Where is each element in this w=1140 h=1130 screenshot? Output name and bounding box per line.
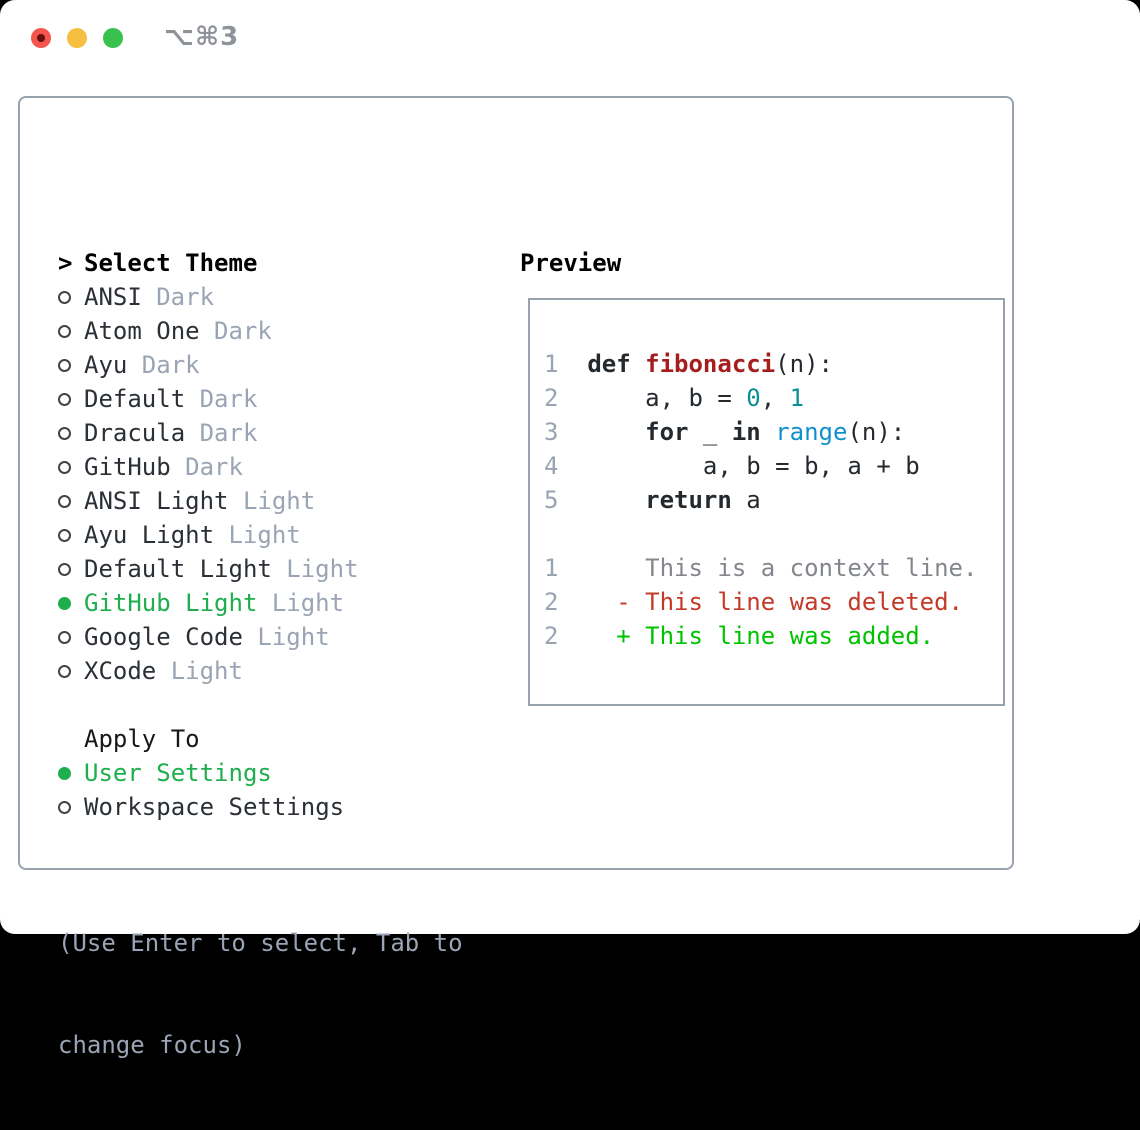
theme-option-github-dark[interactable]: GitHub Dark (58, 450, 359, 484)
code-line: 5 return a (544, 483, 993, 517)
theme-variant: Dark (156, 283, 214, 311)
theme-option-dracula-dark[interactable]: Dracula Dark (58, 416, 359, 450)
radio-icon (58, 359, 84, 372)
theme-option-default-dark[interactable]: Default Dark (58, 382, 359, 416)
theme-name: Ayu Light (84, 521, 214, 549)
minimize-button[interactable] (67, 28, 87, 48)
theme-option-google-code-light[interactable]: Google Code Light (58, 620, 359, 654)
theme-name: Default (84, 385, 185, 413)
apply-to-header: Apply To (58, 722, 344, 756)
hint-line: (Use Enter to select, Tab to (58, 926, 463, 960)
select-theme-header: >Select Theme (58, 246, 359, 280)
apply-option-label: Workspace Settings (84, 793, 344, 821)
theme-name: Default Light (84, 555, 272, 583)
radio-icon (58, 631, 84, 644)
hint-line: change focus) (58, 1028, 463, 1062)
theme-name: ANSI (84, 283, 142, 311)
diff-added-line: 2 + This line was added. (544, 619, 993, 653)
line-number: 2 (544, 588, 558, 616)
radio-icon (58, 291, 84, 304)
theme-variant: Light (171, 657, 243, 685)
theme-option-atom-one-dark[interactable]: Atom One Dark (58, 314, 359, 348)
close-button[interactable] (31, 28, 51, 48)
theme-variant: Dark (185, 453, 243, 481)
radio-icon (58, 529, 84, 542)
radio-icon (58, 495, 84, 508)
theme-variant: Light (243, 487, 315, 515)
code-line-blank (544, 517, 993, 551)
theme-name: Google Code (84, 623, 243, 651)
code-line: 4 a, b = b, a + b (544, 449, 993, 483)
line-number: 2 (544, 384, 558, 412)
theme-name: GitHub (84, 453, 171, 481)
line-number: 2 (544, 622, 558, 650)
radio-icon (58, 427, 84, 440)
theme-variant: Dark (142, 351, 200, 379)
diff-context-line: 1 This is a context line. (544, 551, 993, 585)
theme-variant: Light (228, 521, 300, 549)
theme-option-ansi-dark[interactable]: ANSI Dark (58, 280, 359, 314)
line-number: 1 (544, 554, 558, 582)
line-number: 3 (544, 418, 558, 446)
radio-icon (58, 393, 84, 406)
radio-icon (58, 665, 84, 678)
theme-variant: Dark (214, 317, 272, 345)
theme-name: GitHub Light (84, 589, 257, 617)
theme-name: XCode (84, 657, 156, 685)
radio-icon (58, 563, 84, 576)
preview-title: Preview (520, 246, 621, 280)
line-number: 5 (544, 486, 558, 514)
window-title: ⌥⌘3 (164, 23, 239, 51)
apply-option-user-settings[interactable]: User Settings (58, 756, 344, 790)
close-dot-icon (37, 34, 45, 42)
zoom-button[interactable] (103, 28, 123, 48)
radio-icon (58, 325, 84, 338)
theme-variant: Light (257, 623, 329, 651)
apply-to-group: Apply To User Settings Workspace Setting… (58, 722, 344, 824)
line-number: 4 (544, 452, 558, 480)
theme-option-xcode-light[interactable]: XCode Light (58, 654, 359, 688)
select-theme-title: Select Theme (84, 249, 257, 277)
radio-icon (58, 461, 84, 474)
theme-option-default-light[interactable]: Default Light Light (58, 552, 359, 586)
theme-option-ansi-light[interactable]: ANSI Light Light (58, 484, 359, 518)
diff-deleted-line: 2 - This line was deleted. (544, 585, 993, 619)
line-number: 1 (544, 350, 558, 378)
focus-cursor-icon: > (58, 249, 84, 277)
code-line: 2 a, b = 0, 1 (544, 381, 993, 415)
theme-name: Atom One (84, 317, 200, 345)
theme-variant: Dark (200, 385, 258, 413)
theme-option-ayu-light[interactable]: Ayu Light Light (58, 518, 359, 552)
theme-option-ayu-dark[interactable]: Ayu Dark (58, 348, 359, 382)
keyboard-hint: (Use Enter to select, Tab to change focu… (58, 858, 463, 1130)
apply-option-workspace-settings[interactable]: Workspace Settings (58, 790, 344, 824)
apply-to-title: Apply To (84, 725, 200, 753)
code-line: 3 for _ in range(n): (544, 415, 993, 449)
radio-selected-icon (58, 767, 84, 780)
theme-option-github-light-selected[interactable]: GitHub Light Light (58, 586, 359, 620)
theme-variant: Light (272, 589, 344, 617)
theme-variant: Dark (200, 419, 258, 447)
theme-name: ANSI Light (84, 487, 229, 515)
radio-selected-icon (58, 597, 84, 610)
theme-name: Dracula (84, 419, 185, 447)
apply-option-label: User Settings (84, 759, 272, 787)
theme-variant: Light (286, 555, 358, 583)
radio-icon (58, 801, 84, 814)
theme-name: Ayu (84, 351, 127, 379)
